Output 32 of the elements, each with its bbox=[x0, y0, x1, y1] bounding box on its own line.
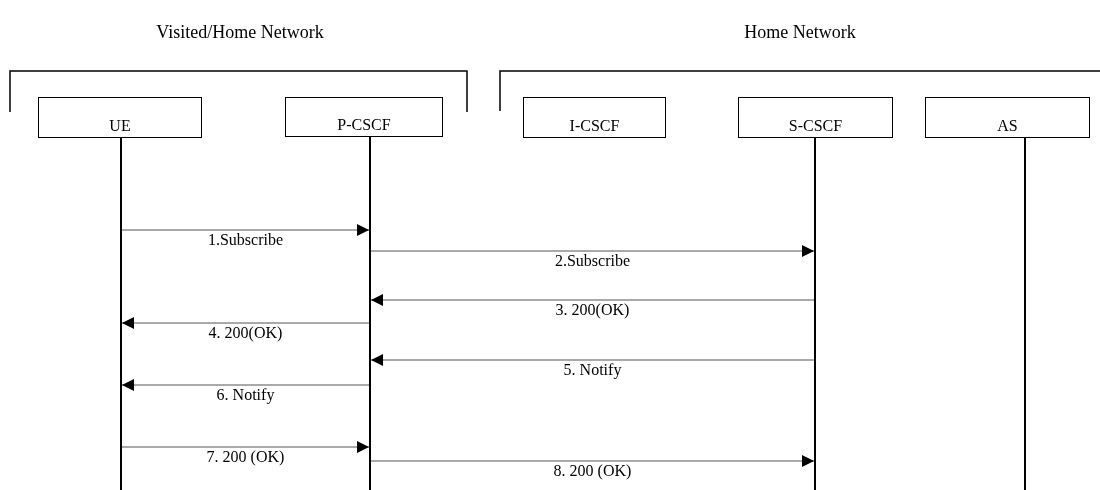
edge-label: 5. Notify bbox=[562, 361, 623, 378]
participant-name: AS bbox=[997, 117, 1018, 136]
participant-name: S-CSCF bbox=[788, 117, 843, 136]
participant-box bbox=[925, 97, 1090, 138]
message-arrow bbox=[121, 224, 370, 236]
edge-label: 4. 200(OK) bbox=[207, 324, 284, 341]
participant-box bbox=[738, 97, 893, 138]
edge-label: 3. 200(OK) bbox=[554, 301, 631, 318]
edge-label: 1.Subscribe bbox=[206, 231, 285, 248]
network-heading: Visited/Home Network bbox=[156, 22, 324, 43]
lifeline bbox=[120, 138, 122, 490]
message-arrow bbox=[370, 354, 815, 366]
message-arrow bbox=[121, 317, 370, 329]
participant-box bbox=[523, 97, 666, 138]
edge-label: 7. 200 (OK) bbox=[205, 448, 286, 465]
network-heading: Home Network bbox=[744, 22, 856, 43]
participant-box bbox=[38, 97, 202, 138]
message-arrow bbox=[370, 294, 815, 306]
message-arrow bbox=[121, 441, 370, 453]
message-arrow bbox=[370, 245, 815, 257]
lifeline bbox=[814, 138, 816, 490]
participant-box bbox=[285, 97, 443, 137]
participant-name: P-CSCF bbox=[337, 116, 391, 135]
lifeline bbox=[369, 137, 371, 490]
lifeline bbox=[1024, 138, 1026, 490]
edge-label: 8. 200 (OK) bbox=[552, 462, 633, 479]
message-arrow bbox=[121, 379, 370, 391]
message-arrow bbox=[370, 455, 815, 467]
participant-name: UE bbox=[109, 117, 131, 136]
participant-name: I-CSCF bbox=[569, 117, 620, 136]
edge-label: 2.Subscribe bbox=[553, 252, 632, 269]
edge-label: 6. Notify bbox=[215, 386, 276, 403]
